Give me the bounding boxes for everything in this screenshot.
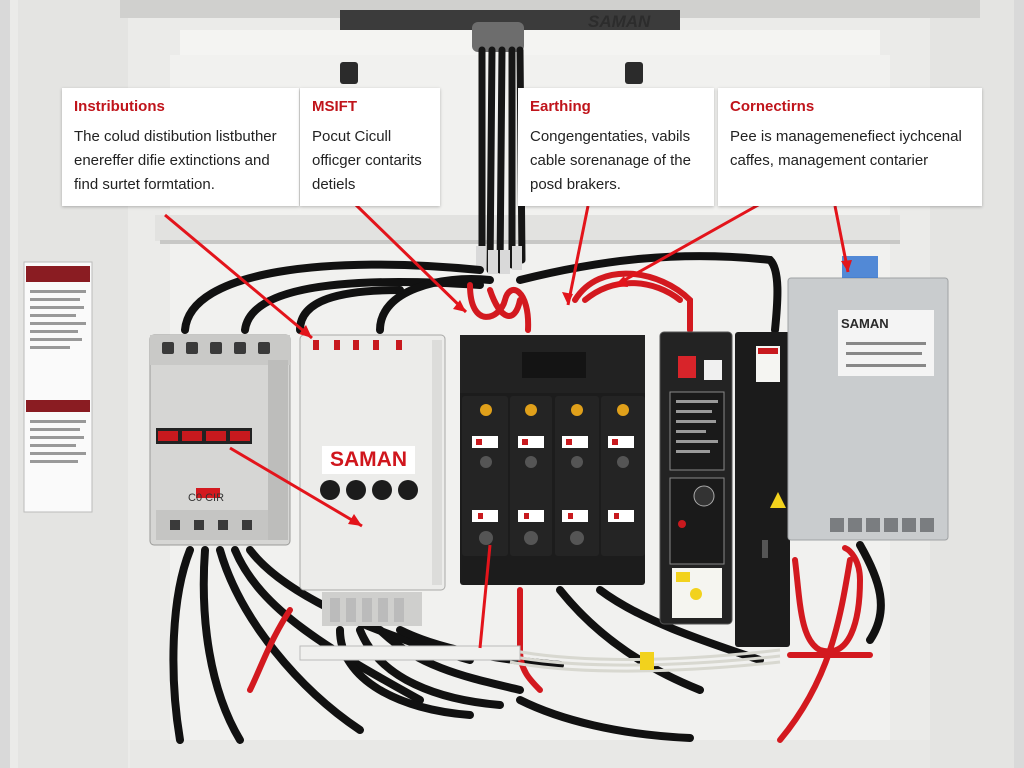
callout-title: Earthing [530,98,591,115]
callout-connections: Cornectirns Pee is managemenefiect iychc… [718,88,982,206]
callout-line: posd brakers. [530,176,621,193]
terminal-rail [299,645,521,661]
callout-msift: MSIFT Pocut Cicull officger contarits de… [300,88,440,206]
callout-distributions: Instributions The colud distibution list… [62,88,299,206]
top-brand-label: SAMAN [588,12,651,31]
callout-line: detiels [312,176,356,193]
callout-line: find surtet formtation. [74,176,215,193]
right-brand-label: SAMAN [841,316,889,331]
callout-body: Congengentaties, vabils cable sorenanage… [530,125,702,197]
main-brand-label: SAMAN [322,446,415,474]
callout-line: caffes, management contarier [730,152,929,169]
left-device-label: C0 CIR [188,492,225,504]
callout-body: Pocut Cicull officger contarits detiels [312,125,428,197]
callout-body: Pee is managemenefiect iychcenal caffes,… [730,125,970,173]
black-wiring [169,252,885,744]
callout-title: Instributions [74,98,165,115]
control-module [659,331,733,625]
right-enclosure [787,256,949,541]
callout-line: cable sorenanage of the [530,152,691,169]
callout-title: Cornectirns [730,98,815,115]
callout-body: The colud distibution listbuther enereff… [74,125,287,197]
top-cable-bundle [478,46,526,274]
callout-line: officger contarits [312,152,422,169]
callout-line: enereffer difie extinctions and [74,152,270,169]
callout-line: The colud distibution listbuther [74,128,277,145]
upper-shelf [155,215,900,241]
callout-line: Congengentaties, vabils [530,128,691,145]
callout-earthing: Earthing Congengentaties, vabils cable s… [518,88,714,206]
cable-tie [640,652,654,670]
callout-line: Pee is managemenefiect iychcenal [730,128,962,145]
cable-gland [472,22,524,52]
control-wiring [509,648,781,673]
door-warning-label [23,261,93,513]
tall-black-panel [735,332,790,647]
callout-line: Pocut Cicull [312,128,392,145]
main-switch-box [299,334,446,626]
left-contactor [149,334,291,546]
callout-title: MSIFT [312,98,357,115]
breaker-panel [460,335,645,585]
